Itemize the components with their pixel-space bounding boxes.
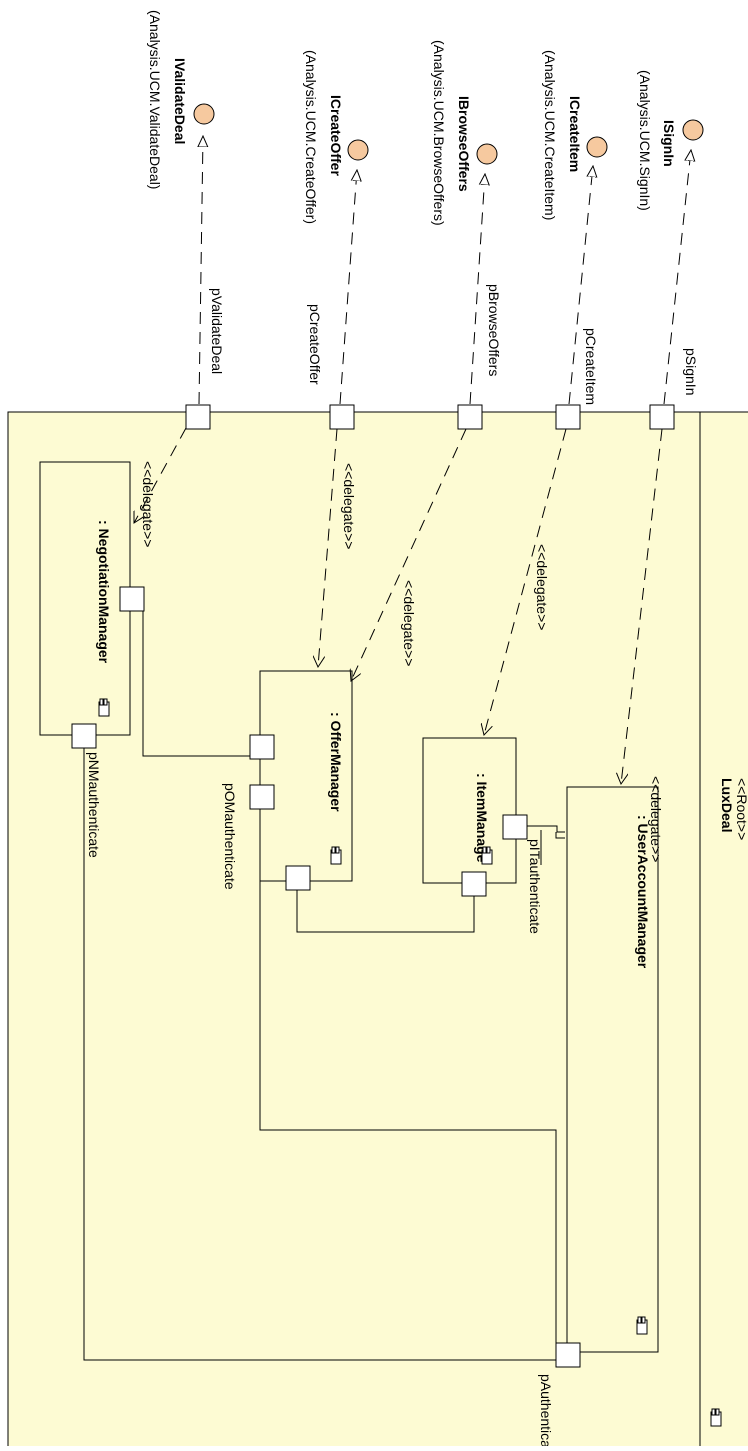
delegate-createitem [484, 428, 567, 735]
port-label-pcreateitem: pCreateItem [583, 328, 599, 405]
component-icon [636, 1316, 648, 1335]
item-user-link [516, 825, 565, 833]
offer-item-connector [296, 890, 475, 933]
interface-ibrowseoffers-name: IBrowseOffers [456, 96, 472, 192]
port-pnmauthenticate [71, 723, 97, 749]
interface-isignin-icon [682, 119, 704, 141]
port-psignin [649, 404, 675, 430]
realization-ivalidatedeal [199, 136, 203, 405]
realization-isignin [663, 150, 691, 405]
root-stereotype: <<Root>> [734, 778, 748, 840]
interface-ibrowseoffers-icon [476, 143, 498, 165]
interface-ivalidatedeal-source: (Analysis.UCM.ValidateDeal) [147, 10, 163, 189]
component-icon [710, 1408, 722, 1427]
offer-manager-component [259, 670, 353, 882]
delegate-label-createitem: <<delegate>> [534, 544, 550, 630]
item-manager-name: : ItemManage [474, 773, 490, 863]
interface-isignin-name: ISignIn [661, 120, 677, 167]
port-pomauthenticate [249, 784, 275, 810]
interface-icreateitem-icon [586, 136, 608, 158]
label-pnmauthenticate: pNMauthenticate [86, 752, 102, 858]
delegate-label-validatedeal: <<delegate>> [140, 461, 156, 547]
realization-icreateoffer [339, 170, 357, 405]
port-label-psignin: pSignIn [683, 348, 699, 395]
port-pauthenticated [555, 1342, 581, 1368]
negotiation-manager-component [39, 461, 131, 736]
port-pitauthenticate [502, 814, 528, 840]
interface-icreateoffer-icon [347, 139, 369, 161]
port-pvalidatedeal [185, 404, 211, 430]
offer-user-connector [259, 808, 557, 1360]
delegate-label-signin: <<delegate>> [648, 776, 664, 862]
port-pbrowseoffers [457, 404, 483, 430]
port-offer-item [285, 865, 311, 891]
negotiation-offer-connector [142, 598, 250, 757]
port-label-pcreateoffer: pCreateOffer [307, 304, 323, 385]
interface-ivalidatedeal-name: IValidateDeal [172, 58, 188, 144]
interface-ivalidatedeal-icon [193, 103, 215, 125]
item-manager-component [422, 737, 517, 884]
offer-manager-name: : OfferManager [328, 712, 344, 812]
user-port-bridge [555, 832, 565, 839]
delegate-browseoffers [351, 428, 467, 681]
port-pcreateoffer [329, 404, 355, 430]
component-icon [481, 846, 493, 865]
port-label-pvalidatedeal: pValidateDeal [209, 288, 225, 374]
port-offer-assembly [249, 734, 275, 760]
interface-icreateoffer-source: (Analysis.UCM.CreateOffer) [303, 50, 319, 224]
user-account-manager-component [566, 786, 659, 1353]
realization-ibrowseoffers [469, 174, 485, 405]
negotiation-user-connector [83, 746, 556, 1361]
root-name: LuxDeal [719, 778, 735, 832]
port-label-pbrowseoffers: pBrowseOffers [486, 284, 502, 376]
component-icon [98, 698, 110, 717]
interface-icreateitem-name: ICreateItem [567, 96, 583, 172]
port-pcreateitem [555, 404, 581, 430]
delegate-label-browseoffers: <<delegate>> [401, 580, 417, 666]
port-negotiation-delegate [119, 586, 145, 612]
interface-icreateoffer-name: ICreateOffer [328, 95, 344, 176]
label-pitauthenticate: pITauthenticate [527, 839, 543, 934]
interface-isignin-source: (Analysis.UCM.SignIn) [637, 70, 653, 211]
label-pauthenticated: pAuthenticated [538, 1374, 554, 1446]
delegate-validatedeal [134, 427, 187, 523]
interface-ibrowseoffers-source: (Analysis.UCM.BrowseOffers) [431, 40, 447, 226]
interface-icreateitem-source: (Analysis.UCM.CreateItem) [542, 50, 558, 220]
user-account-manager-name: : UserAccountManager [635, 815, 651, 969]
label-pomauthenticate: pOMauthenticate [222, 783, 238, 890]
delegate-label-createoffer: <<delegate>> [341, 463, 357, 549]
negotiation-manager-name: : NegotiationManager [96, 520, 112, 664]
port-item-offer [461, 871, 487, 897]
component-icon [330, 846, 342, 865]
